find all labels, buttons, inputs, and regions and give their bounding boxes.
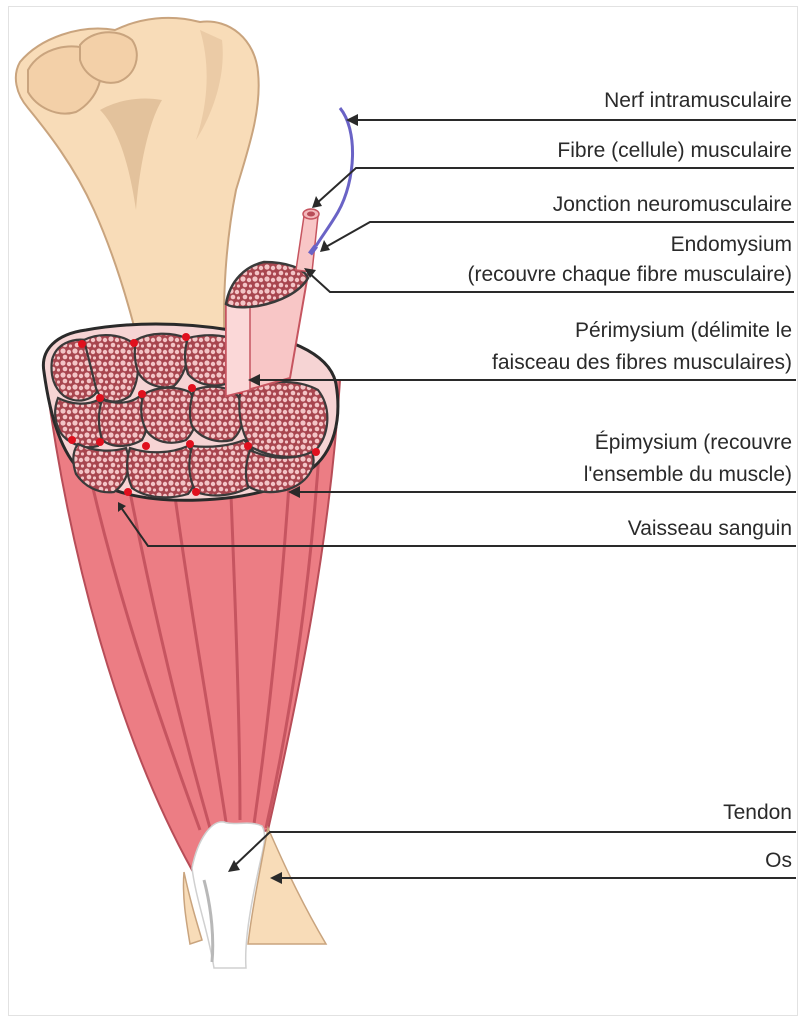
label-endomysium-2: (recouvre chaque fibre musculaire)	[468, 262, 792, 288]
label-epimysium-1: Épimysium (recouvre	[595, 430, 792, 456]
label-jonction: Jonction neuromusculaire	[553, 192, 792, 218]
label-fibre: Fibre (cellule) musculaire	[557, 138, 792, 164]
tendon	[192, 822, 265, 968]
label-epimysium-2: l'ensemble du muscle)	[584, 462, 792, 488]
label-perimysium-1: Périmysium (délimite le	[575, 318, 792, 344]
label-nerf: Nerf intramusculaire	[604, 88, 792, 114]
muscle-fiber	[296, 209, 319, 272]
label-endomysium-1: Endomysium	[671, 232, 792, 258]
label-perimysium-2: faisceau des fibres musculaires)	[492, 350, 792, 376]
upper-bone	[16, 18, 259, 350]
label-os: Os	[765, 848, 792, 874]
label-tendon: Tendon	[723, 800, 792, 826]
label-vaisseau: Vaisseau sanguin	[628, 516, 792, 542]
